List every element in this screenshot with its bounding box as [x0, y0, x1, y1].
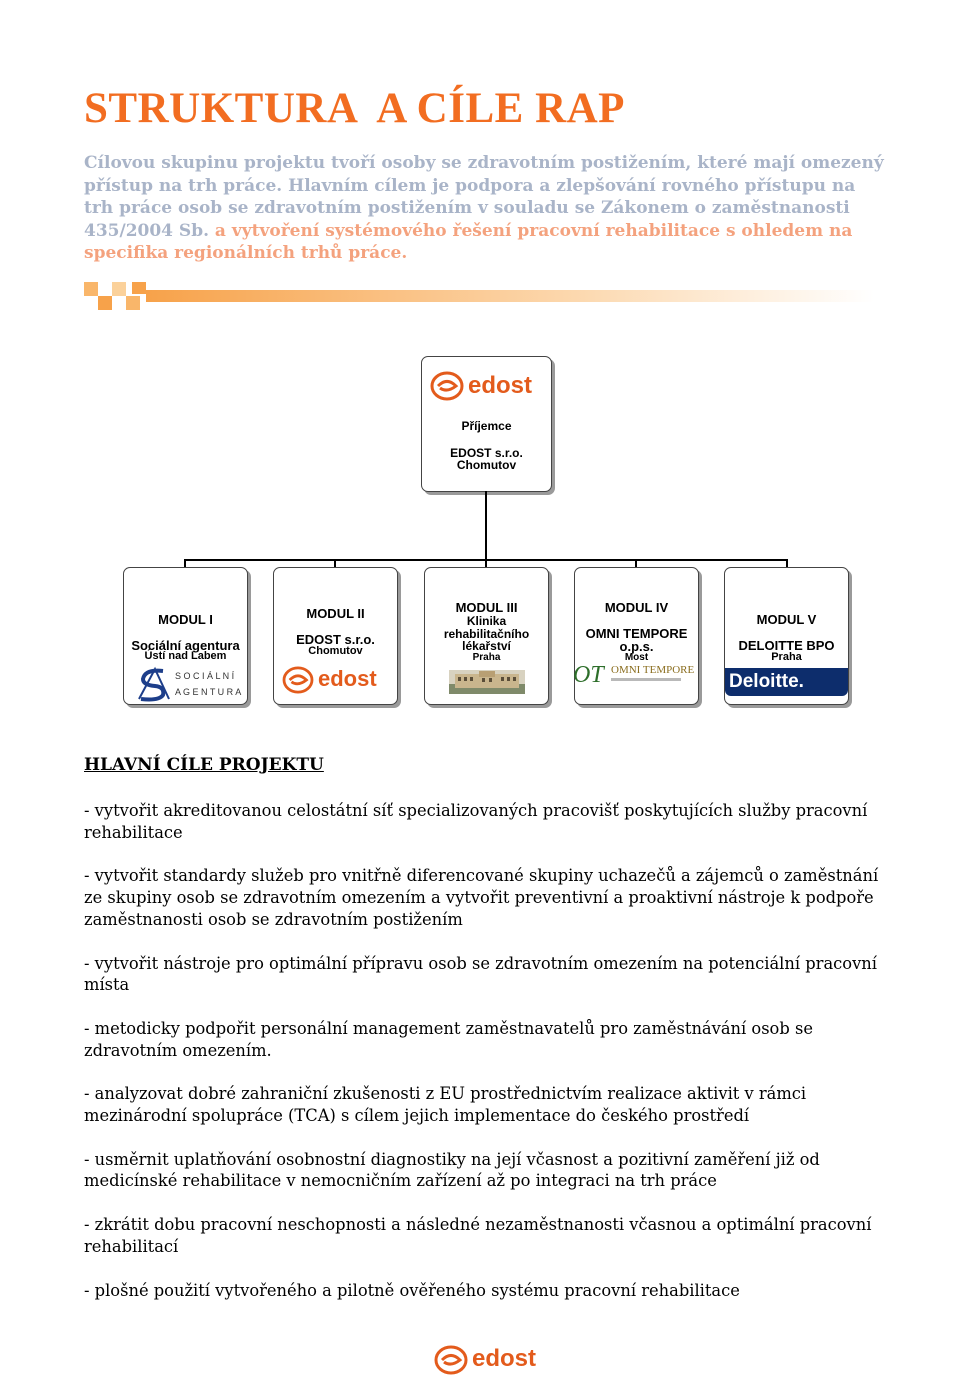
footer-edost-logo: edost [434, 1344, 544, 1376]
intro-text: Cílovou skupinu projektu tvoří osoby se … [84, 153, 884, 241]
connector-root [485, 491, 487, 560]
deloitte-logo: Deloitte. [725, 668, 848, 696]
module-2-heading: MODUL II [306, 606, 365, 621]
edost-mark-icon [434, 1345, 468, 1375]
sa-mark-icon [135, 665, 171, 703]
module-2-org: EDOST s.r.o. [296, 632, 375, 647]
goal-item: - vytvořit nástroje pro optimální přípra… [84, 953, 877, 995]
goal-item: - analyzovat dobré zahraniční zkušenosti… [84, 1084, 807, 1126]
module-3-city: Praha [472, 652, 501, 663]
edost-mark-icon [430, 371, 464, 401]
connector-m5 [786, 559, 788, 568]
goal-item: - vytvořit akreditovanou celostátní síť … [84, 801, 868, 842]
connector-m4 [635, 559, 637, 568]
edost-logo-module: edost [282, 666, 394, 694]
root-line3: Chomutov [456, 458, 517, 472]
intro-text-highlight: a vytvoření systémového řešení pracovní … [84, 220, 853, 264]
goal-item: - zkrátit dobu pracovní neschopnosti a n… [84, 1215, 872, 1256]
edost-wordmark: edost [318, 666, 377, 691]
connector-m2 [334, 559, 336, 568]
page-title: STRUKTURA A CÍLE RAP [84, 85, 625, 132]
goal-item: - plošné použití vytvořeného a pilotně o… [84, 1280, 740, 1300]
deloitte-wordmark: Deloitte. [729, 671, 804, 692]
root-box: edost Příjemce EDOST s.r.o. Chomutov [421, 356, 552, 492]
root-line2: EDOST s.r.o. [450, 446, 523, 460]
goal-item: - metodicky podpořit personální manageme… [84, 1018, 813, 1060]
decorative-bar [84, 282, 874, 310]
module-4-city: Most [624, 652, 649, 663]
module-2-box: MODUL II EDOST s.r.o. Chomutov edost [273, 567, 398, 705]
module-1-heading: MODUL I [158, 612, 213, 627]
module-4-heading: MODUL IV [604, 600, 669, 615]
module-3-org1: Klinika [466, 614, 507, 628]
socialni-agentura-logo: S O C I Á L N Í A G E N T U R A [135, 665, 247, 703]
edost-logo: edost [430, 371, 543, 401]
module-4-box: MODUL IV OMNI TEMPORE o.p.s. Most OT OMN… [573, 567, 699, 705]
ot-mark: OT [573, 662, 604, 688]
root-line1: Příjemce [461, 419, 512, 433]
module-3-box: MODUL III Klinika rehabilitačního lékařs… [424, 567, 549, 705]
module-3-org2: rehabilitačního [443, 627, 530, 641]
goal-item: - vytvořit standardy služeb pro vnitřně … [84, 866, 879, 929]
module-1-org: Sociální agentura [131, 638, 240, 653]
goal-item: - usměrnit uplatňování osobnostní diagno… [84, 1149, 820, 1191]
module-1-city: Ústí nad Labem [144, 650, 227, 662]
goals-list: - vytvořit akreditovanou celostátní síť … [84, 800, 884, 1323]
sa-logo-line2: A G E N T U R A [175, 687, 242, 697]
module-5-heading: MODUL V [756, 612, 817, 627]
module-4-org1: OMNI TEMPORE [585, 626, 688, 641]
module-5-box: MODUL V DELOITTE BPO Praha Deloitte. [724, 567, 849, 705]
module-1-box: MODUL I Sociální agentura Ústí nad Labem… [123, 567, 248, 705]
module-3-org3: lékařství [462, 639, 511, 653]
clinic-building-photo [449, 670, 525, 694]
intro-paragraph: Cílovou skupinu projektu tvoří osoby se … [84, 152, 884, 265]
sa-logo-line1: S O C I Á L N Í [175, 671, 235, 681]
edost-mark-icon [282, 666, 314, 694]
connector-m1 [184, 559, 186, 568]
omni-tempore-wordmark: OMNI TEMPORE [611, 664, 695, 676]
module-5-city: Praha [771, 651, 802, 663]
module-3-heading: MODUL III [455, 600, 518, 615]
module-5-org: DELOITTE BPO [738, 638, 835, 653]
module-4-org2: o.p.s. [619, 639, 654, 654]
connector-m3 [485, 559, 487, 568]
omni-small-print [611, 678, 681, 681]
goals-heading: HLAVNÍ CÍLE PROJEKTU [84, 755, 324, 775]
edost-wordmark: edost [472, 1345, 537, 1372]
edost-wordmark: edost [468, 372, 533, 399]
module-2-city: Chomutov [308, 645, 363, 657]
omni-tempore-logo: OT OMNI TEMPORE [573, 662, 697, 690]
